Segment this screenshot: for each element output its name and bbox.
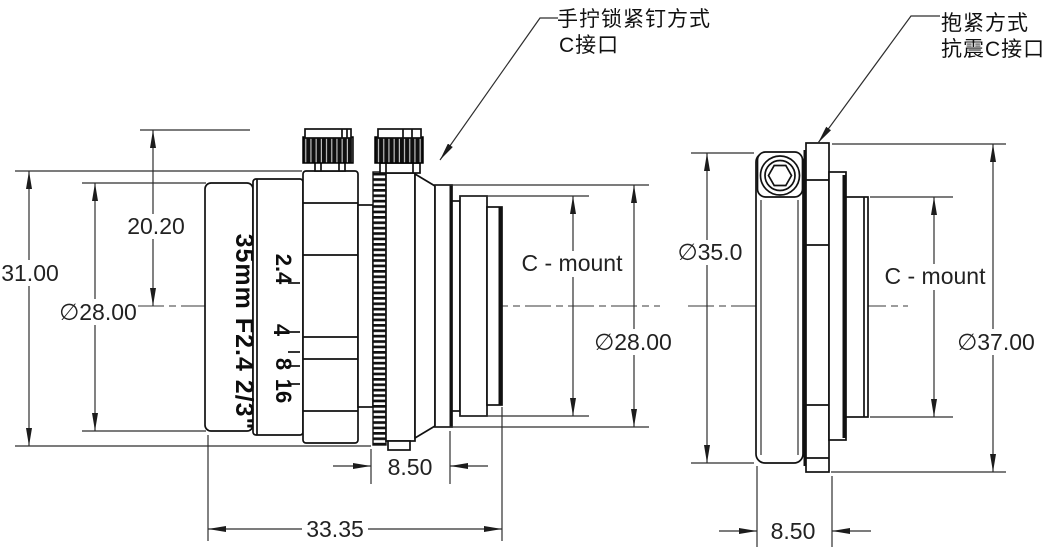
leader-annotations: 手拧锁紧钉方式 C接口 抱紧方式 抗震C接口: [439, 8, 1043, 161]
dim-cmount-label: C - mount: [522, 250, 624, 276]
spacer-ring: [385, 172, 416, 442]
annotation-clamp-mount-line2: 抗震C接口: [941, 38, 1043, 61]
screw-head-inner: [764, 159, 796, 192]
dim-outer-diameter: 31.00: [1, 260, 59, 286]
knob-cap: [304, 128, 352, 139]
label-bg: [59, 299, 137, 325]
clamp-view-dimensions: ∅35.0 C - mount ∅37.00 8.50: [677, 143, 1036, 547]
aperture-value-16: 16: [271, 379, 296, 403]
dim-rear-diameter: ∅28.00: [594, 329, 672, 355]
label-bg: [2, 260, 58, 286]
aperture-value-2p4: 2.4: [271, 254, 296, 285]
label-bg: [879, 264, 991, 290]
label-bg: [302, 516, 368, 542]
cmount-thread-barrel: [845, 196, 869, 418]
label-bg: [956, 329, 1036, 355]
annotation-screw-mount-line1: 手拧锁紧钉方式: [557, 8, 711, 31]
aperture-index-ticks: [288, 282, 300, 385]
dim-body-length: 33.35: [306, 516, 364, 542]
knurled-lock-ring: [372, 171, 387, 446]
clamp-adapter-view: [688, 142, 908, 473]
knob-body: [302, 136, 354, 164]
lens-view-dimensions: 31.00 20.20 ∅28.00 C - mount ∅28.00 8.50: [1, 129, 672, 542]
dim-knob-height: 20.20: [127, 213, 185, 239]
clamp-ring: [755, 152, 804, 464]
focus-ring: [302, 170, 359, 444]
adapter-cone: [414, 172, 436, 440]
hex-socket-icon: [767, 164, 793, 187]
annotation-screw-mount-line2: C接口: [559, 34, 619, 57]
dim-cmount-label-right: C - mount: [885, 263, 987, 289]
barrel-marking-text: 35mm F2.4 2/3": [230, 234, 258, 431]
dim-front-diameter: ∅28.00: [59, 299, 137, 325]
screw-head-outer: [759, 155, 801, 196]
collar-ring: [357, 204, 374, 408]
label-bg: [517, 251, 629, 277]
spacer-foot: [387, 440, 411, 451]
leader-line-screw-mount: [439, 17, 558, 161]
leader-line-clamp-mount: [817, 15, 940, 144]
dim-adapter-thickness-right: 8.50: [771, 518, 816, 544]
label-bg: [677, 240, 743, 265]
rear-tip: [486, 206, 503, 406]
aperture-value-4: 4: [269, 324, 294, 337]
mount-flange: [805, 142, 830, 473]
undercut-groove: [451, 200, 461, 412]
focus-lock-knob: [302, 128, 354, 172]
label-bg: [126, 214, 185, 239]
annotation-clamp-mount-line1: 抱紧方式: [941, 12, 1029, 35]
rear-flange-ring: [434, 184, 453, 428]
knob-cap: [377, 128, 422, 139]
cmount-thread-ring: [459, 195, 488, 417]
dim-adapter-thickness: 8.50: [388, 454, 433, 480]
knob-body: [374, 136, 424, 164]
dim-ring-diameter: ∅35.0: [678, 239, 743, 265]
aperture-value-8: 8: [271, 358, 296, 370]
label-bg: [594, 329, 672, 355]
mount-lock-knob: [374, 128, 424, 174]
dim-flange-diameter: ∅37.00: [957, 329, 1035, 355]
lens-side-view: 35mm F2.4 2/3" 2.4 4 8 16: [138, 128, 660, 451]
